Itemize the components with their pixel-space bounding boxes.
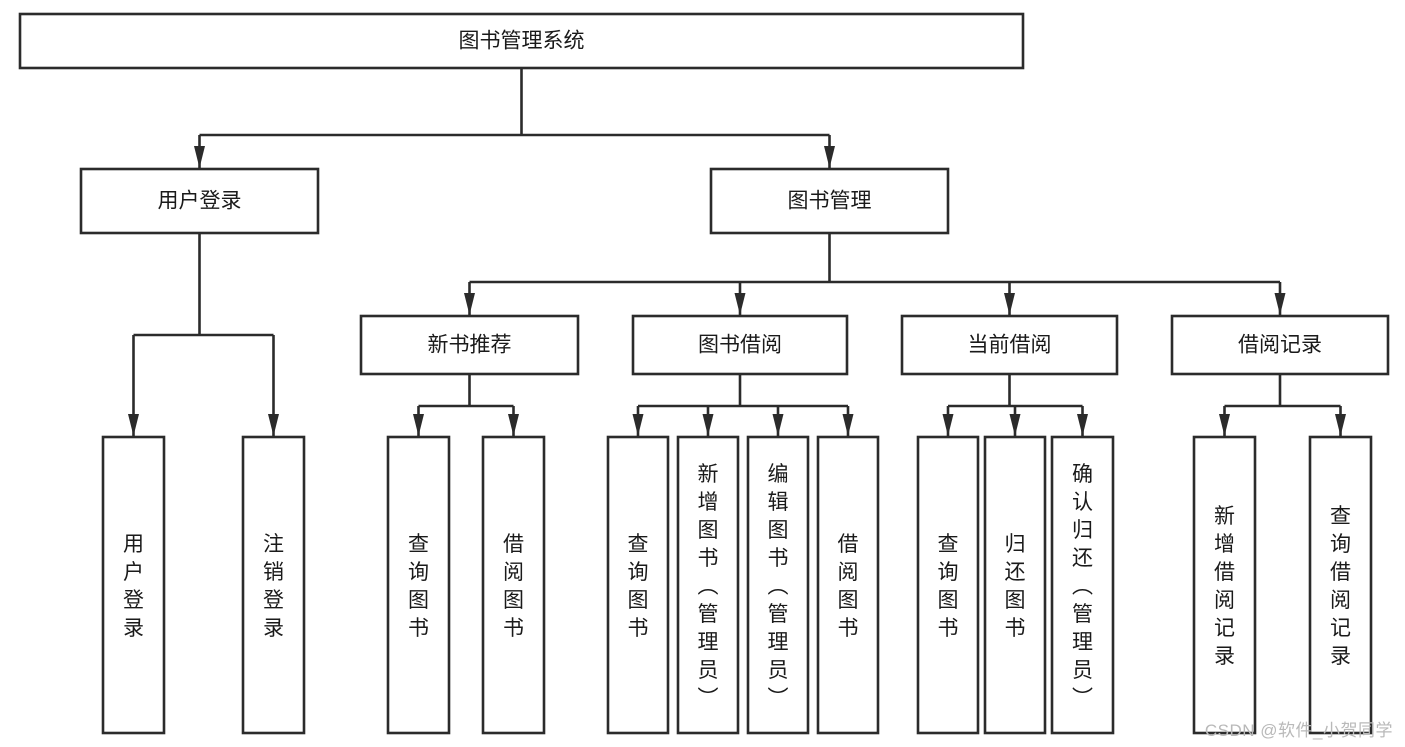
arrow-head-icon [942,414,954,436]
arrow-head-icon [1335,414,1346,436]
node-label-leaf-logout: 注销登录 [263,533,284,640]
arrow-head-icon [632,414,644,436]
node-leaf-query-book-2[interactable]: 查询图书 [606,435,670,735]
node-box-leaf-user-login[interactable] [101,435,166,735]
node-box-book-manage[interactable] [709,167,950,235]
arrow-head-icon [1009,414,1021,436]
arrow-head-icon [842,414,854,436]
node-box-leaf-query-book-3[interactable] [916,435,980,735]
arrow-head-icon [1274,293,1286,315]
node-label-leaf-query-book-3: 查询图书 [938,533,959,640]
arrow-head-icon [734,293,746,315]
arrow-head-icon [413,414,424,436]
node-label-book-manage: 图书管理 [788,190,872,213]
nodes-layer: 图书管理系统用户登录图书管理新书推荐图书借阅当前借阅借阅记录用户登录注销登录查询… [18,12,1390,735]
node-box-leaf-add-book[interactable] [676,435,740,735]
node-label-leaf-user-login: 用户登录 [123,533,144,640]
arrow-head-icon [194,146,205,168]
node-leaf-add-record[interactable]: 新增借阅记录 [1192,435,1257,735]
node-box-root[interactable] [18,12,1025,70]
arrow-head-icon [1004,293,1015,315]
arrow-head-icon [824,146,835,168]
node-book-manage[interactable]: 图书管理 [709,167,950,235]
node-new-book-recommend[interactable]: 新书推荐 [359,314,580,376]
node-label-leaf-query-record: 查询借阅记录 [1330,505,1351,668]
node-label-user-login: 用户登录 [158,190,242,213]
node-label-root: 图书管理系统 [459,30,585,53]
arrow-head-icon [268,414,279,436]
node-label-leaf-add-record: 新增借阅记录 [1214,505,1235,668]
node-label-leaf-query-book-1: 查询图书 [408,533,429,640]
node-label-new-book-recommend: 新书推荐 [428,334,512,357]
node-box-leaf-confirm-return[interactable] [1050,435,1115,735]
node-leaf-borrow-book-2[interactable]: 借阅图书 [816,435,880,735]
node-label-leaf-add-book: 新增图书︵管理员︶ [698,463,719,710]
node-current-borrow[interactable]: 当前借阅 [900,314,1119,376]
arrow-head-icon [128,414,139,436]
node-label-leaf-return-book: 归还图书 [1005,533,1026,640]
node-label-leaf-query-book-2: 查询图书 [628,533,649,640]
node-borrow-record[interactable]: 借阅记录 [1170,314,1390,376]
node-box-leaf-query-book-1[interactable] [386,435,451,735]
node-leaf-logout[interactable]: 注销登录 [241,435,306,735]
node-book-borrow[interactable]: 图书借阅 [631,314,849,376]
node-leaf-user-login[interactable]: 用户登录 [101,435,166,735]
arrow-head-icon [1219,414,1230,436]
node-label-book-borrow: 图书借阅 [698,334,782,357]
node-box-leaf-add-record[interactable] [1192,435,1257,735]
node-box-leaf-return-book[interactable] [983,435,1047,735]
node-leaf-confirm-return[interactable]: 确认归还︵管理员︶ [1050,435,1115,735]
node-box-new-book-recommend[interactable] [359,314,580,376]
node-label-leaf-confirm-return: 确认归还︵管理员︶ [1072,463,1093,710]
node-label-leaf-borrow-book-2: 借阅图书 [838,533,859,640]
node-box-leaf-query-record[interactable] [1308,435,1373,735]
node-box-leaf-edit-book[interactable] [746,435,810,735]
arrow-head-icon [464,293,475,315]
node-box-user-login[interactable] [79,167,320,235]
node-leaf-query-book-1[interactable]: 查询图书 [386,435,451,735]
arrow-head-icon [772,414,784,436]
node-label-borrow-record: 借阅记录 [1238,334,1322,357]
node-box-borrow-record[interactable] [1170,314,1390,376]
node-user-login[interactable]: 用户登录 [79,167,320,235]
node-leaf-return-book[interactable]: 归还图书 [983,435,1047,735]
node-box-leaf-logout[interactable] [241,435,306,735]
node-leaf-query-book-3[interactable]: 查询图书 [916,435,980,735]
node-box-leaf-borrow-book-1[interactable] [481,435,546,735]
arrow-head-icon [702,414,714,436]
node-box-current-borrow[interactable] [900,314,1119,376]
node-box-leaf-query-book-2[interactable] [606,435,670,735]
arrow-head-icon [508,414,519,436]
node-box-book-borrow[interactable] [631,314,849,376]
node-label-current-borrow: 当前借阅 [968,334,1052,357]
node-label-leaf-edit-book: 编辑图书︵管理员︶ [768,463,789,710]
node-leaf-query-record[interactable]: 查询借阅记录 [1308,435,1373,735]
node-label-leaf-borrow-book-1: 借阅图书 [503,533,524,640]
node-root[interactable]: 图书管理系统 [18,12,1025,70]
arrow-head-icon [1077,414,1088,436]
node-box-leaf-borrow-book-2[interactable] [816,435,880,735]
node-leaf-edit-book[interactable]: 编辑图书︵管理员︶ [746,435,810,735]
node-leaf-borrow-book-1[interactable]: 借阅图书 [481,435,546,735]
node-leaf-add-book[interactable]: 新增图书︵管理员︶ [676,435,740,735]
connectors-layer [128,68,1346,436]
